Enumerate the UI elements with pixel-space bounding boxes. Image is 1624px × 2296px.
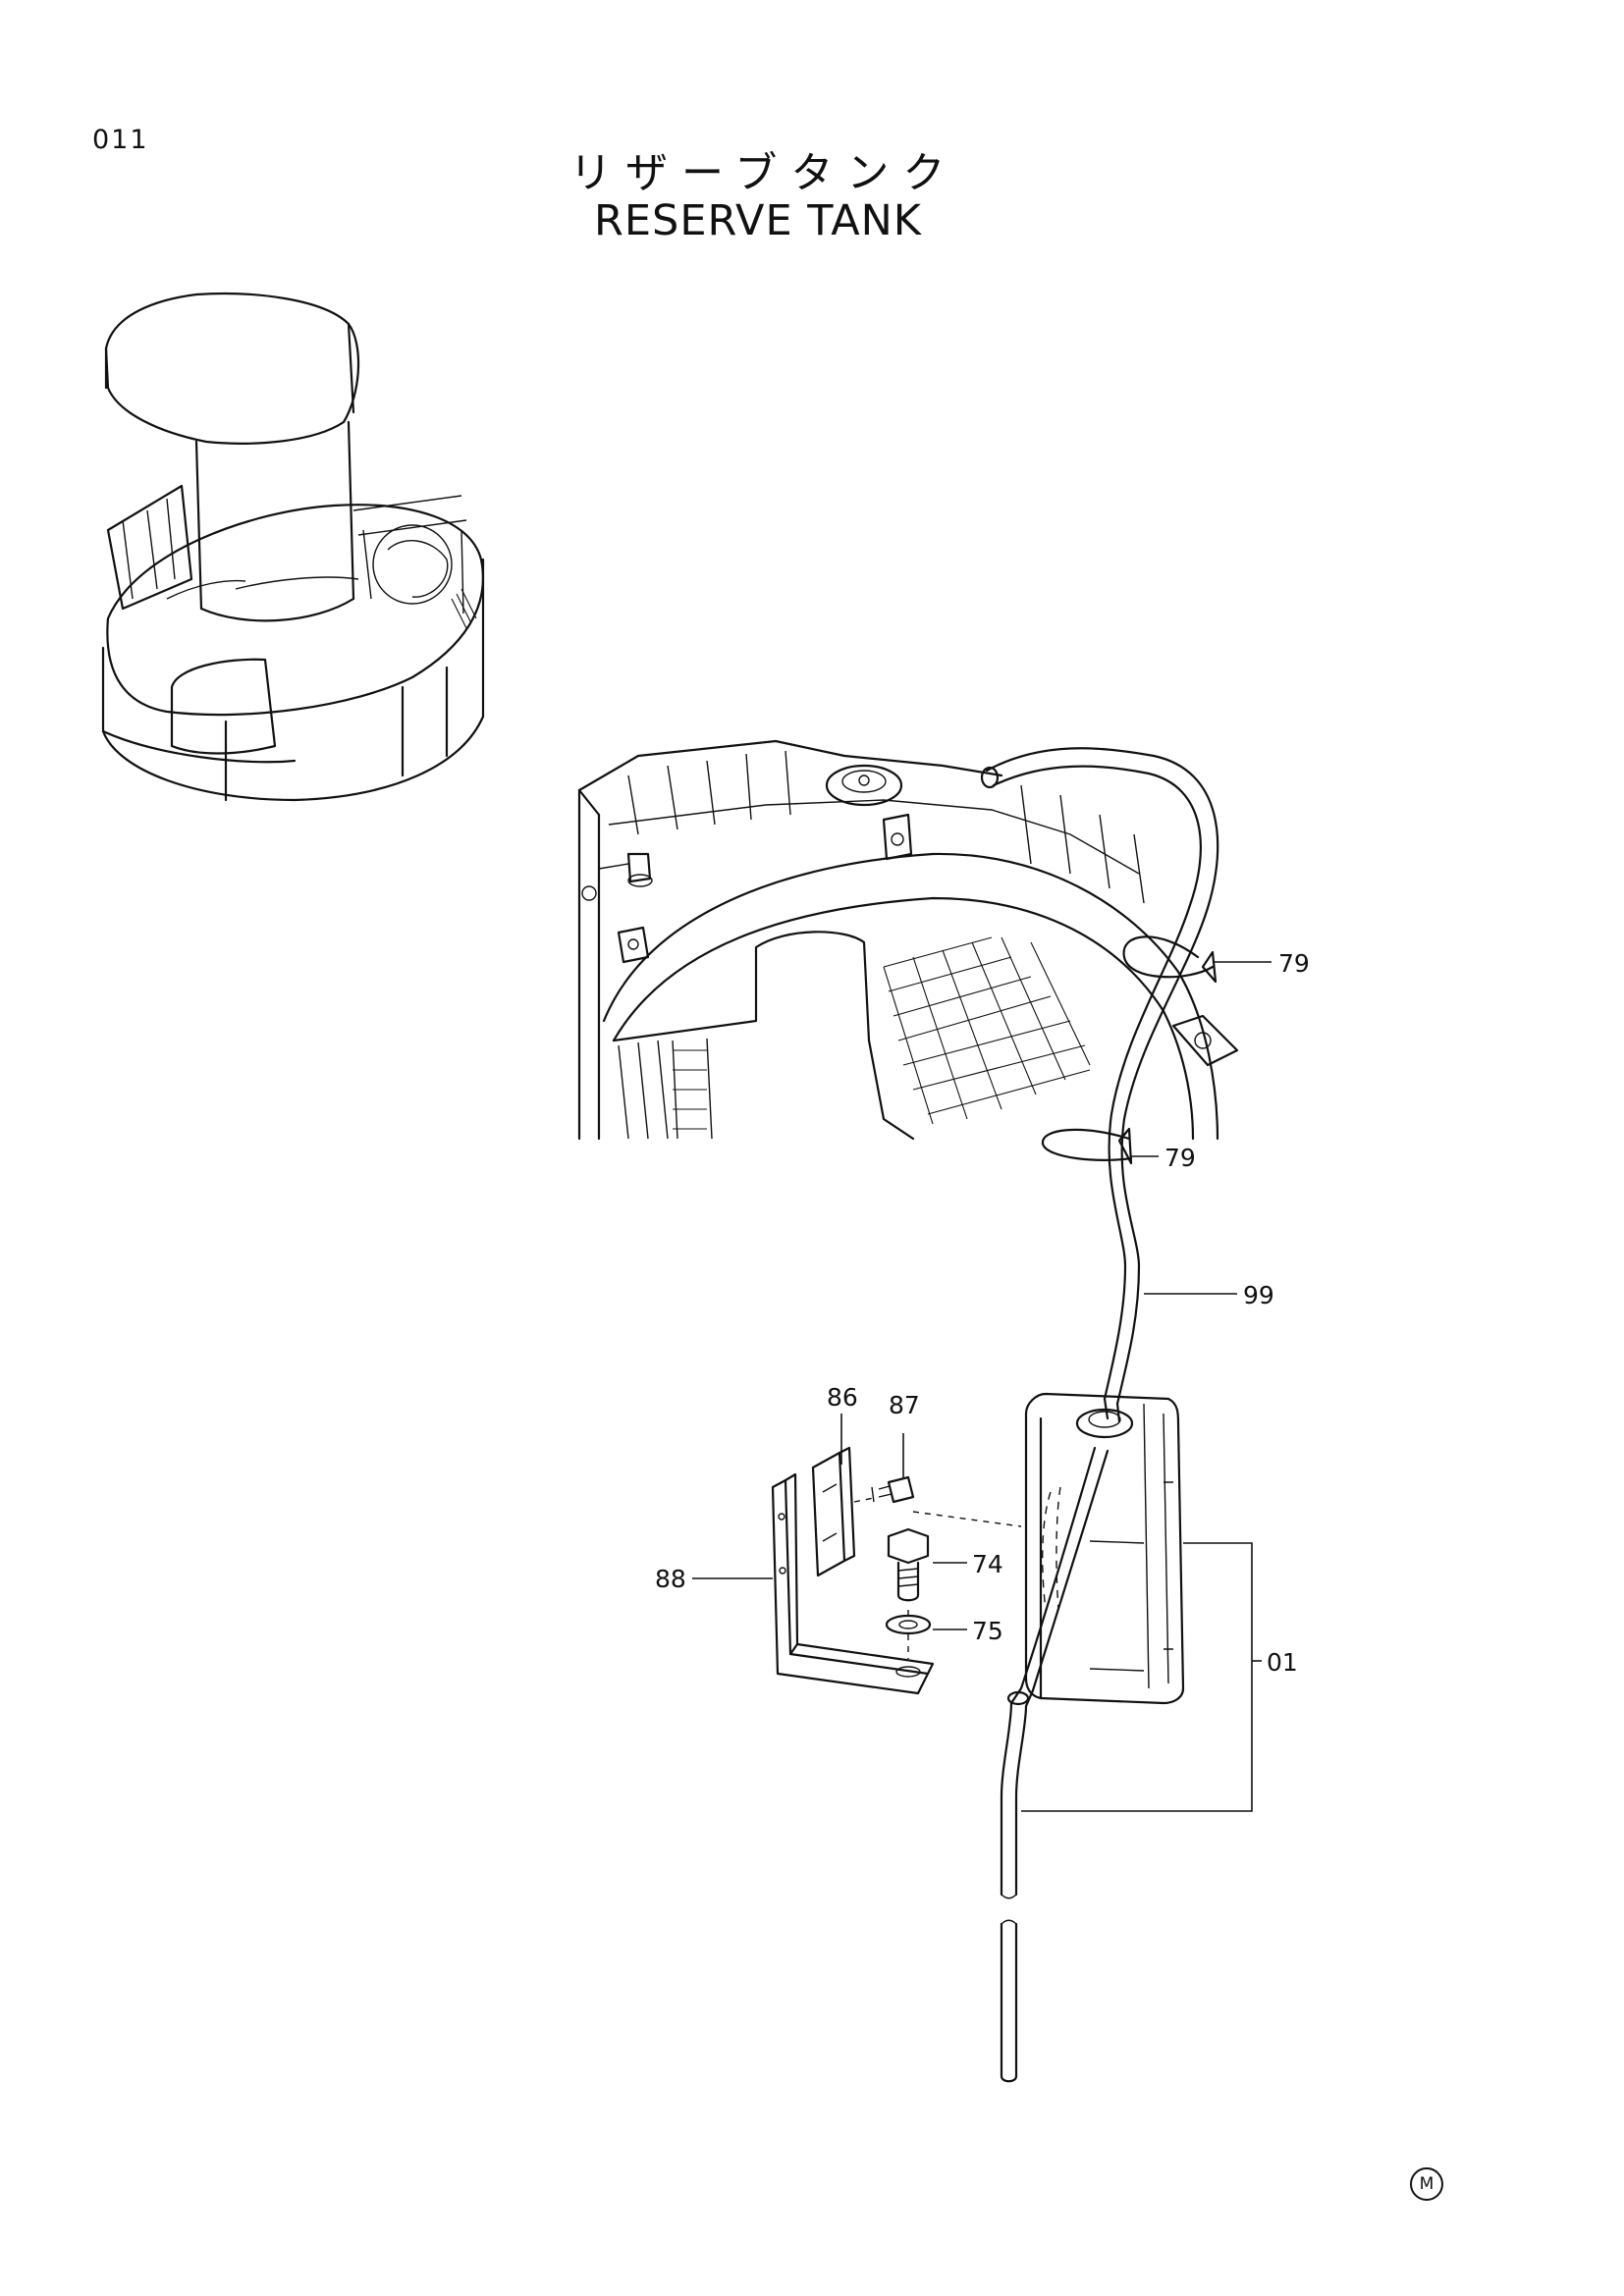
radiator-shroud	[577, 739, 1239, 1141]
title-japanese: リザーブタンク	[569, 149, 959, 198]
tank-bracket	[771, 1446, 1022, 1695]
circled-m-mark: M	[1410, 2167, 1443, 2201]
overflow-hose	[980, 747, 1219, 1423]
callout-88: 88	[655, 1565, 686, 1593]
leader-lines	[692, 961, 1272, 1812]
title-english: RESERVE TANK	[594, 196, 922, 245]
machine-overview	[101, 292, 485, 802]
callout-87: 87	[889, 1391, 920, 1419]
callout-75: 75	[972, 1617, 1003, 1645]
callout-79-lower: 79	[1164, 1144, 1196, 1172]
hose-clips	[1041, 935, 1218, 1165]
callout-01: 01	[1267, 1648, 1298, 1677]
callout-79-upper: 79	[1278, 949, 1310, 978]
reserve-tank	[1000, 1392, 1185, 2083]
fan-mesh	[883, 936, 1091, 1125]
callout-99: 99	[1243, 1281, 1274, 1309]
page-number: 011	[92, 125, 149, 155]
callout-86: 86	[827, 1383, 858, 1412]
callout-74: 74	[972, 1550, 1003, 1578]
